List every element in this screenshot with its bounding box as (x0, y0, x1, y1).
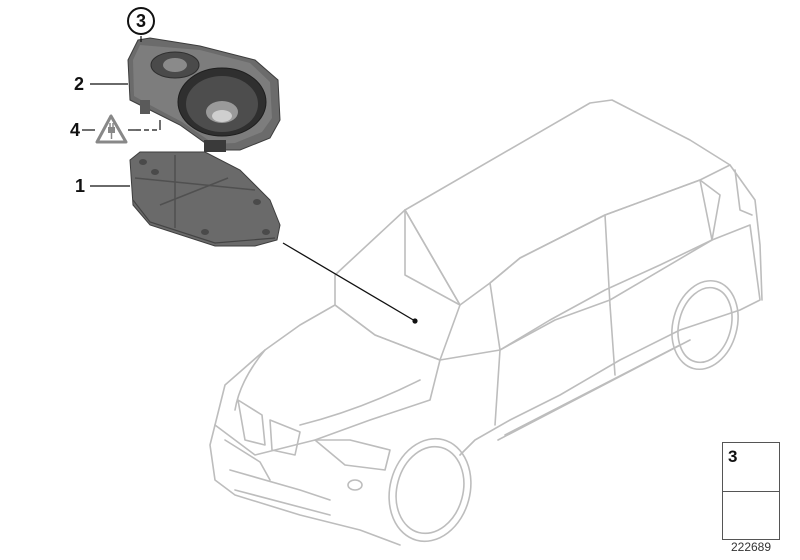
connector-warning-triangle-icon (95, 114, 128, 144)
diagram-id: 222689 (730, 540, 772, 554)
callout-2[interactable]: 2 (74, 74, 85, 94)
vehicle-outline (209, 99, 763, 546)
legend-box: 3 (722, 442, 780, 540)
location-dot (412, 318, 418, 324)
speaker-assembly[interactable] (127, 37, 281, 152)
legend-item-number[interactable]: 3 (728, 447, 738, 466)
callout-3-circled[interactable]: 3 (127, 7, 155, 35)
callout-1[interactable]: 1 (75, 176, 86, 196)
legend-divider (723, 491, 779, 492)
callout-3-label: 3 (135, 10, 146, 31)
callout-leaders (82, 36, 161, 187)
mount-bracket[interactable] (129, 151, 281, 247)
location-leader-line (282, 242, 416, 322)
callout-4[interactable]: 4 (70, 120, 81, 140)
